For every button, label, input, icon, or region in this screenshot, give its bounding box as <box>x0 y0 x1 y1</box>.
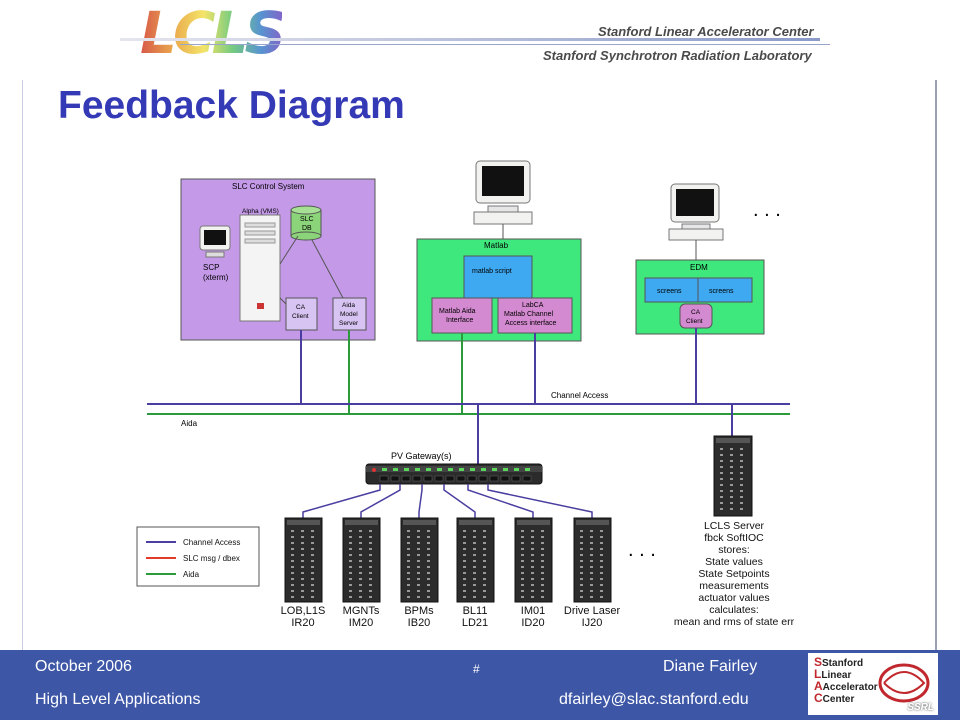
server-label: ID20 <box>521 617 544 629</box>
footer-date: October 2006 <box>35 658 132 675</box>
header-rule <box>120 38 820 41</box>
pv-gateway-switch-icon <box>365 463 543 485</box>
lcls-server-text-line: State Setpoints <box>698 568 769 580</box>
slc-ca-client-label: CA <box>296 304 306 311</box>
matlab-script-label: matlab script <box>472 268 512 275</box>
institution-ssrl: Stanford Synchrotron Radiation Laborator… <box>543 48 812 63</box>
edm-ca-client-label: CA <box>691 309 701 316</box>
legend-label: SLC msg / dbex <box>183 554 240 563</box>
slc-db-icon <box>290 205 322 241</box>
alpha-label: Alpha (VMS) <box>242 208 279 215</box>
lcls-server-text-line: mean and rms of state err <box>674 616 795 628</box>
server-rack-icon <box>514 517 553 603</box>
lcls-server-text-line: stores: <box>718 544 750 556</box>
matlab-title: Matlab <box>484 241 509 250</box>
slc-ca-client-box <box>285 297 318 331</box>
edm-screens-left: screens <box>657 288 682 295</box>
aida-model-server-label: Aida <box>342 302 355 309</box>
server-label: IJ20 <box>582 617 603 629</box>
seal-ssrl-tag: SSRL <box>907 702 934 713</box>
alpha-computer-icon <box>239 214 281 322</box>
aida-model-server-label-2: Model <box>340 311 358 318</box>
slc-ca-client-label-sub: Client <box>292 313 309 320</box>
aida-label: Aida <box>181 419 198 428</box>
ca-wire <box>302 484 381 518</box>
seal-emblem-icon <box>878 663 930 703</box>
frame-left <box>22 80 23 650</box>
channel-access-label: Channel Access <box>551 391 608 400</box>
lcls-server-text-line: actuator values <box>698 592 769 604</box>
lcls-server-text-line: measurements <box>699 580 768 592</box>
server-label: LD21 <box>462 617 488 629</box>
edm-ca-client-label-sub: Client <box>686 318 703 325</box>
pv-gateway-label: PV Gateway(s) <box>391 451 452 461</box>
server-rack-icon <box>342 517 381 603</box>
matlab-aida-box <box>431 297 493 334</box>
matlab-script-box <box>463 255 533 299</box>
ca-wire <box>487 484 593 518</box>
seal-text: SStanford LLinear AAccelerator CCenter <box>814 655 878 705</box>
server-label: IB20 <box>408 617 431 629</box>
page-title: Feedback Diagram <box>58 84 405 127</box>
matlab-aida-label-sub: Interface <box>446 317 473 324</box>
matlab-monitor-icon <box>473 160 533 225</box>
slide-number: # <box>473 662 480 676</box>
server-label: MGNTs <box>343 605 380 617</box>
ca-wire <box>467 484 534 518</box>
server-label: BL11 <box>463 605 488 617</box>
matlab-aida-label: Matlab Aida <box>439 308 476 315</box>
footer-author: Diane Fairley <box>663 658 758 675</box>
header-band: LCLS Stanford Linear Accelerator Center … <box>0 0 960 72</box>
footer-topic: High Level Applications <box>35 691 201 708</box>
lcls-server-text-line: fbck SoftIOC <box>704 532 764 544</box>
labca-label-2: Matlab Channel <box>504 311 553 318</box>
slc-db-label: SLC <box>300 216 314 223</box>
server-rack-icon <box>400 517 439 603</box>
server-rack-icon <box>456 517 495 603</box>
servers-ellipsis: . . . <box>628 539 656 561</box>
legend-label: Aida <box>183 570 200 579</box>
header-rule-thin <box>180 44 830 45</box>
server-rack-icon <box>573 517 612 603</box>
server-rack-icon <box>284 517 323 603</box>
scp-label: SCP <box>203 263 219 272</box>
footer-email-text: dfairley@slac.stanford.edu <box>559 691 749 708</box>
legend-label: Channel Access <box>183 538 240 547</box>
feedback-diagram: SLC Control System SCP (xterm) Alpha (VM… <box>136 160 795 629</box>
lcls-server-text-line: calculates: <box>709 604 759 616</box>
server-label: IM01 <box>521 605 545 617</box>
labca-label-3: Access interface <box>505 320 556 327</box>
aida-model-server-label-3: Server <box>339 320 359 327</box>
footer-email[interactable]: dfairley@slac.stanford.edu <box>559 691 749 709</box>
lcls-server-text-line: State values <box>705 556 763 568</box>
lcls-server-text-line: LCLS Server <box>704 520 765 532</box>
slac-ssrl-seal: SStanford LLinear AAccelerator CCenter S… <box>808 653 938 715</box>
lcls-server-rack-icon <box>713 435 753 517</box>
edm-screens-right: screens <box>709 288 734 295</box>
scp-terminal-icon <box>199 225 231 258</box>
scp-label-sub: (xterm) <box>203 273 229 282</box>
slc-box-title: SLC Control System <box>232 182 305 191</box>
lcls-logo: LCLS <box>140 0 286 67</box>
edm-title: EDM <box>690 263 708 272</box>
edm-monitor-icon <box>668 183 724 241</box>
server-label: IM20 <box>349 617 373 629</box>
ca-wire <box>443 484 476 518</box>
slc-db-label-sub: DB <box>302 225 312 232</box>
labca-label: LabCA <box>522 302 544 309</box>
server-label: Drive Laser <box>564 605 621 617</box>
server-label: LOB,L1S <box>281 605 326 617</box>
edm-ellipsis: . . . <box>753 199 781 221</box>
ca-wire <box>360 484 401 518</box>
institution-slac: Stanford Linear Accelerator Center <box>598 24 814 39</box>
server-label: IR20 <box>291 617 314 629</box>
server-label: BPMs <box>404 605 434 617</box>
legend-box <box>136 526 260 587</box>
frame-right <box>935 80 937 650</box>
ca-wire <box>418 484 423 518</box>
